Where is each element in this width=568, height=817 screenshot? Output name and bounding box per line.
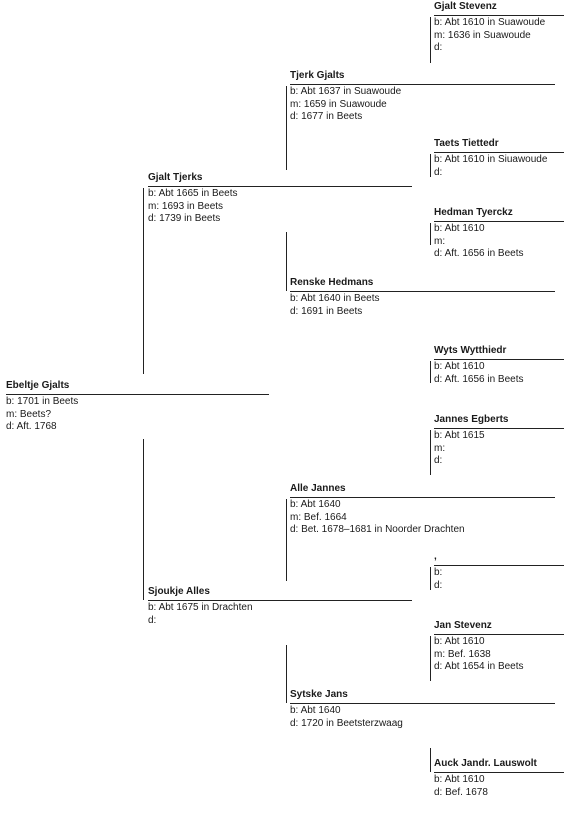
connector-vertical xyxy=(430,636,431,681)
detail-line: b: Abt 1610 xyxy=(434,223,485,234)
connector-vertical xyxy=(286,645,287,703)
person-name: Tjerk Gjalts xyxy=(290,70,345,81)
connector-line xyxy=(148,600,412,601)
connector-vertical xyxy=(143,188,144,374)
person-name: Alle Jannes xyxy=(290,483,346,494)
detail-line: b: Abt 1675 in Drachten xyxy=(148,602,253,613)
detail-line: d: Abt 1654 in Beets xyxy=(434,661,524,672)
person-name: Ebeltje Gjalts xyxy=(6,380,70,391)
detail-line: b: Abt 1640 xyxy=(290,499,341,510)
detail-line: d: xyxy=(434,455,443,466)
detail-line: b: Abt 1615 xyxy=(434,430,485,441)
connector-line xyxy=(290,703,555,704)
connector-vertical xyxy=(430,567,431,590)
connector-line xyxy=(6,394,269,395)
person-name: Gjalt Stevenz xyxy=(434,1,497,12)
person-name: Auck Jandr. Lauswolt xyxy=(434,758,537,769)
detail-line: m: xyxy=(434,442,446,454)
detail-line: d: xyxy=(434,166,443,178)
detail-line: d: Aft. 1656 in Beets xyxy=(434,373,524,385)
detail-line: d: Aft. 1656 in Beets xyxy=(434,248,524,259)
connector-line xyxy=(434,428,564,429)
detail-line: b: Abt 1610 xyxy=(434,636,485,647)
detail-line: d: xyxy=(148,614,157,626)
connector-line xyxy=(290,291,555,292)
connector-line xyxy=(434,634,564,635)
connector-vertical xyxy=(430,154,431,177)
person-name: Sytske Jans xyxy=(290,689,348,700)
connector-line xyxy=(434,359,564,360)
person-name: Jan Stevenz xyxy=(434,620,492,631)
connector-vertical xyxy=(430,361,431,383)
person-name: Gjalt Tjerks xyxy=(148,172,203,183)
connector-line xyxy=(434,15,564,16)
connector-line xyxy=(434,221,564,222)
person-name: Taets Tiettedr xyxy=(434,138,499,149)
person-name: Sjoukje Alles xyxy=(148,586,210,597)
detail-line: b: Abt 1610 in Suawoude xyxy=(434,17,546,28)
person-details: b:d: xyxy=(434,567,442,592)
detail-line: b: xyxy=(434,567,443,578)
connector-vertical xyxy=(286,499,287,581)
detail-line: d: Aft. 1768 xyxy=(6,421,57,432)
connector-line xyxy=(434,152,564,153)
connector-line xyxy=(290,84,555,85)
detail-line: d: xyxy=(434,579,443,591)
detail-line: b: Abt 1637 in Suawoude xyxy=(290,86,402,97)
detail-line: m: 1636 in Suawoude xyxy=(434,29,531,41)
detail-line: d: Bet. 1678–1681 in Noorder Drachten xyxy=(290,524,465,535)
person-name: Wyts Wytthiedr xyxy=(434,345,507,356)
detail-line: m: Bef. 1664 xyxy=(290,511,347,523)
detail-line: b: Abt 1640 xyxy=(290,705,341,716)
connector-vertical xyxy=(430,17,431,63)
detail-line: d: 1739 in Beets xyxy=(148,213,221,224)
connector-vertical xyxy=(143,439,144,600)
connector-line xyxy=(434,565,564,566)
detail-line: m: Bef. 1638 xyxy=(434,648,491,660)
person-name: , xyxy=(434,551,437,562)
person-name: Hedman Tyerckz xyxy=(434,207,513,218)
detail-line: b: Abt 1665 in Beets xyxy=(148,188,238,199)
detail-line: b: Abt 1640 in Beets xyxy=(290,293,380,304)
connector-vertical xyxy=(286,232,287,291)
detail-line: b: Abt 1610 xyxy=(434,361,485,372)
connector-line xyxy=(434,772,564,773)
detail-line: m: xyxy=(434,235,446,247)
detail-line: b: Abt 1610 xyxy=(434,774,485,785)
connector-vertical xyxy=(430,223,431,245)
person-name: Jannes Egberts xyxy=(434,414,509,425)
detail-line: b: Abt 1610 in Siuawoude xyxy=(434,154,548,165)
detail-line: m: Beets? xyxy=(6,408,52,420)
detail-line: m: 1659 in Suawoude xyxy=(290,98,387,110)
connector-line xyxy=(290,497,555,498)
detail-line: d: 1720 in Beetsterzwaag xyxy=(290,717,403,729)
detail-line: d: 1691 in Beets xyxy=(290,305,363,317)
detail-line: m: 1693 in Beets xyxy=(148,200,224,212)
detail-line: d: Bef. 1678 xyxy=(434,786,488,798)
connector-vertical xyxy=(430,748,431,772)
connector-vertical xyxy=(430,430,431,475)
connector-vertical xyxy=(286,86,287,170)
detail-line: d: xyxy=(434,42,443,53)
detail-line: b: 1701 in Beets xyxy=(6,396,79,407)
person-name: Renske Hedmans xyxy=(290,277,374,288)
detail-line: d: 1677 in Beets xyxy=(290,111,363,122)
connector-line xyxy=(148,186,412,187)
